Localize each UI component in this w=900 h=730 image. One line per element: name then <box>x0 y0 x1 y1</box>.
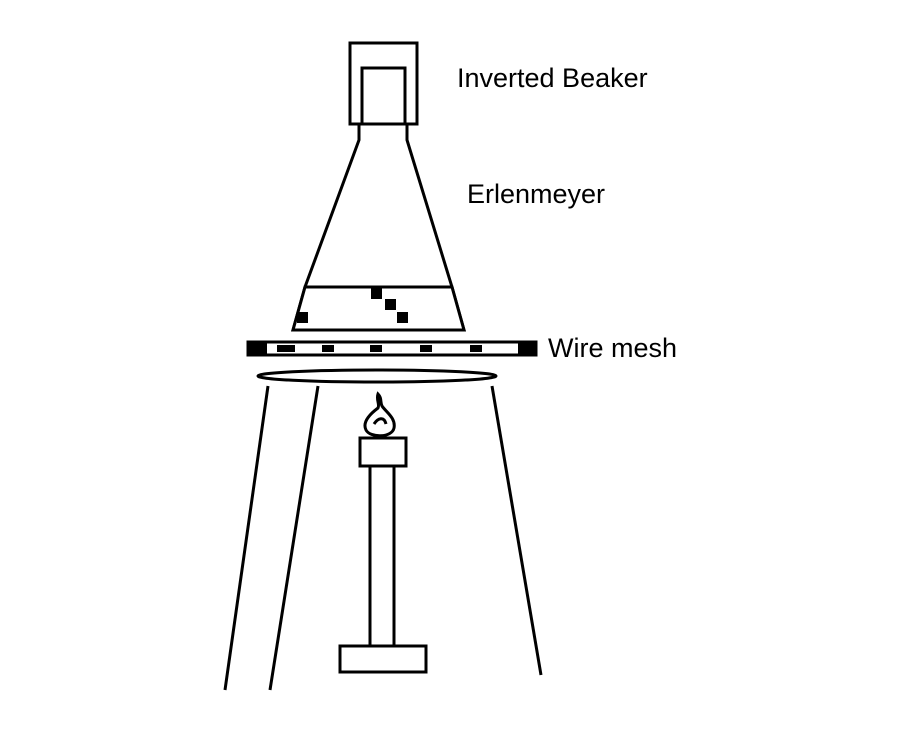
label-wire-mesh: Wire mesh <box>548 333 677 363</box>
label-inverted-beaker: Inverted Beaker <box>457 63 648 93</box>
flame-icon <box>363 391 396 438</box>
bunsen-burner <box>338 391 428 674</box>
burner-base <box>338 644 428 674</box>
ring-stand-ring <box>256 368 498 384</box>
label-erlenmeyer: Erlenmeyer <box>467 179 605 209</box>
burner-top <box>358 436 408 468</box>
inverted-beaker-inner <box>360 66 407 126</box>
flame-inner <box>372 417 388 425</box>
stand-leg <box>268 385 320 691</box>
boiling-chip <box>385 299 396 310</box>
boiling-chip <box>371 288 382 299</box>
burner-barrel <box>368 464 396 648</box>
stand-legs <box>223 385 543 691</box>
inverted-beaker <box>348 41 419 126</box>
stand-leg <box>490 385 543 676</box>
inverted-beaker-outer <box>348 41 419 126</box>
stand-leg <box>223 385 270 691</box>
wire-mesh <box>246 340 538 357</box>
erlenmeyer-flask <box>291 124 466 332</box>
boiling-chip <box>397 312 408 323</box>
boiling-chip <box>297 312 308 323</box>
